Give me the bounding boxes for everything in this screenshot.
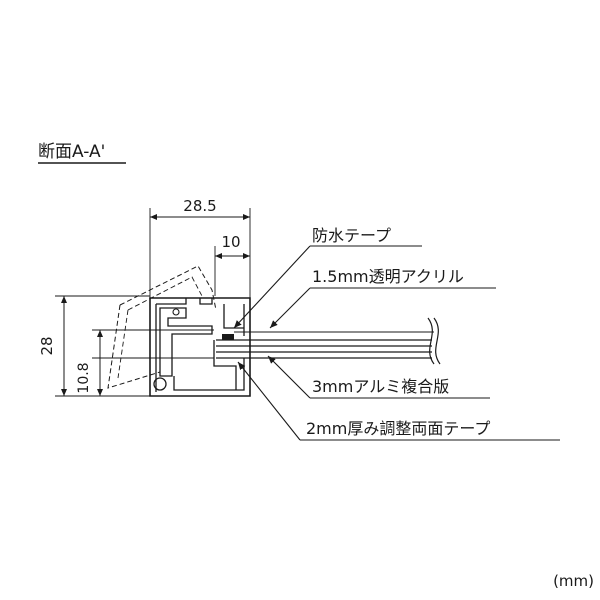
dimension-inner-label: 10 xyxy=(221,233,240,251)
dimension-width-label: 28.5 xyxy=(183,197,216,215)
callout-adjust-tape: 2mm厚み調整両面テープ xyxy=(237,361,560,441)
callout-waterproof-tape-label: 防水テープ xyxy=(312,226,391,245)
unit-note: (mm) xyxy=(553,572,594,590)
callout-aluminum-composite: 3mmアルミ複合版 xyxy=(267,355,490,399)
frame-open-outline xyxy=(107,265,217,389)
callout-acrylic-label: 1.5mm透明アクリル xyxy=(312,267,464,286)
callout-waterproof-tape: 防水テープ xyxy=(233,226,422,329)
dimension-width-28-5: 28.5 xyxy=(149,197,251,298)
dimension-height-label: 28 xyxy=(38,336,56,355)
dimension-height-28: 28 xyxy=(38,295,150,397)
panel-layers xyxy=(216,317,441,365)
callout-adjust-tape-label: 2mm厚み調整両面テープ xyxy=(306,419,490,438)
callout-aluminum-label: 3mmアルミ複合版 xyxy=(312,377,449,396)
section-title: 断面A-A' xyxy=(38,142,105,162)
dimension-width-10: 10 xyxy=(214,233,250,296)
dimension-lower-label: 10.8 xyxy=(76,362,92,393)
callout-acrylic: 1.5mm透明アクリル xyxy=(269,267,496,329)
frame-profile xyxy=(149,297,251,397)
dimension-height-10-8: 10.8 xyxy=(76,329,214,396)
